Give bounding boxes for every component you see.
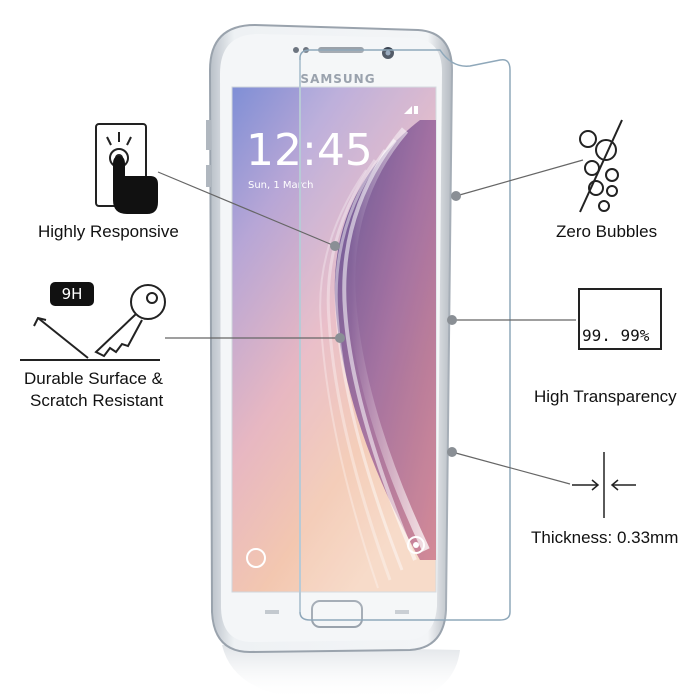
- thickness-arrows-icon: [572, 452, 636, 518]
- lockscreen-date: Sun, 1 March: [248, 180, 313, 191]
- lockscreen-time: 12:45: [246, 125, 373, 176]
- glass-protector: [299, 49, 511, 621]
- phone-reflection: [222, 645, 460, 700]
- hardness-badge: 9H: [50, 282, 94, 306]
- phone-shortcut-icon: [246, 548, 266, 568]
- thickness-label: Thickness: 0.33mm: [531, 528, 679, 547]
- zero-bubbles-label: Zero Bubbles: [556, 222, 658, 241]
- home-button: [311, 600, 363, 628]
- transparency-value: 99. 99%: [582, 326, 650, 345]
- durable-label-line1: Durable Surface &: [24, 369, 163, 388]
- key-scratch-icon: [20, 284, 166, 361]
- callout-lines: [157, 159, 584, 485]
- high-transparency-label: High Transparency: [534, 387, 677, 406]
- brand-logo: SAMSUNG: [300, 72, 375, 86]
- durable-label-line2: Scratch Resistant: [30, 391, 164, 410]
- callout-dots: [330, 191, 461, 457]
- transparency-box: [578, 288, 662, 350]
- phone-screen: [231, 86, 437, 593]
- bubbles-icon: [579, 119, 623, 213]
- camera-shortcut-icon: [407, 536, 425, 554]
- highly-responsive-label: Highly Responsive: [38, 222, 179, 241]
- touch-hand-icon: [95, 123, 158, 214]
